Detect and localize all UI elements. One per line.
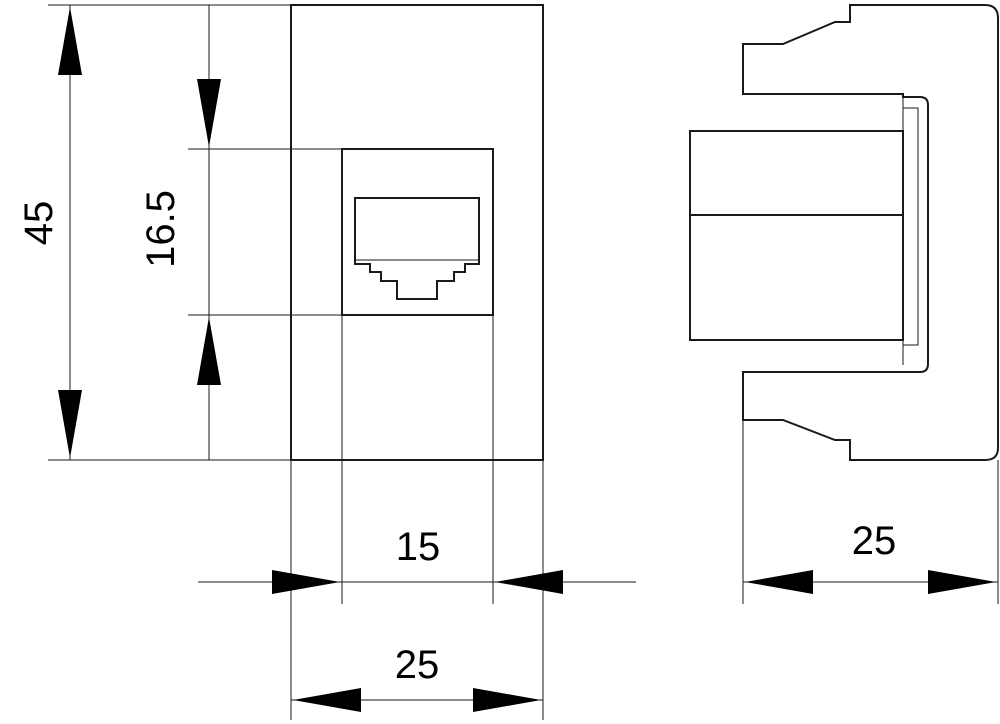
module-body <box>290 4 544 461</box>
arrow-16-5-bottom <box>197 317 221 385</box>
arrow-15-right <box>495 570 563 594</box>
dimension-45-label: 45 <box>17 201 61 246</box>
side-jack-body <box>689 130 904 341</box>
dimension-25-side-label: 25 <box>852 519 897 563</box>
side-arrowheads <box>745 570 996 594</box>
front-view <box>290 4 544 461</box>
arrow-16-5-top <box>197 79 221 147</box>
dimension-16-5-label: 16.5 <box>139 190 183 268</box>
arrow-45-bottom <box>58 390 82 458</box>
arrow-25-front-right <box>473 688 541 712</box>
arrow-15-left <box>272 570 340 594</box>
front-dimension-lines <box>48 4 636 720</box>
jack-frame <box>341 148 494 316</box>
arrow-25-side-right <box>928 570 996 594</box>
side-view <box>689 4 999 461</box>
arrow-25-front-left <box>293 688 361 712</box>
arrow-45-top <box>58 7 82 75</box>
dimension-15-label: 15 <box>396 525 441 569</box>
side-profile-outline <box>742 4 999 461</box>
rj45-socket-outline <box>354 197 480 300</box>
dimension-25-front-label: 25 <box>395 643 440 687</box>
front-arrowheads <box>58 7 563 712</box>
arrow-25-side-left <box>745 570 813 594</box>
side-face-plate <box>903 107 919 346</box>
